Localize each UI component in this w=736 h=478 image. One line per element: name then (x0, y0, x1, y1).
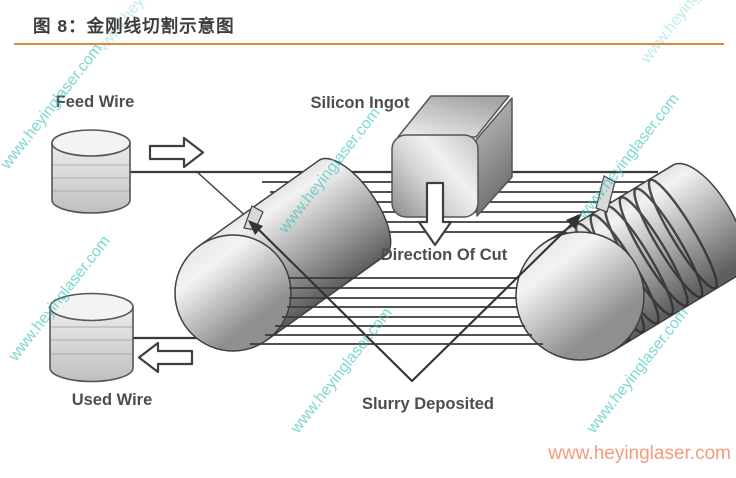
feed-wire-label: Feed Wire (56, 93, 135, 111)
left-wire-roller (174, 157, 392, 352)
right-arrow-icon (148, 136, 205, 169)
feed-wire-spool (51, 129, 131, 214)
right-wire-roller (515, 162, 736, 361)
silicon-ingot (391, 95, 513, 218)
left-annotation-arrowhead (248, 220, 263, 235)
wire-wrap-line (195, 170, 250, 220)
figure-title: 图 8：金刚线切割示意图 (33, 16, 235, 36)
left-arrow-icon (137, 341, 194, 374)
left-roller-front-face (174, 234, 292, 352)
title-underline (14, 43, 724, 45)
svg-text:www.heyinglaser.com: www.heyinglaser.com (637, 0, 736, 67)
right-roller-front-face (515, 231, 645, 361)
direction-of-cut-label: Direction Of Cut (381, 246, 508, 264)
right-slurry-notch (595, 175, 616, 213)
used-wire-label: Used Wire (72, 391, 153, 409)
silicon-ingot-label: Silicon Ingot (311, 94, 410, 112)
svg-text:www.heyinglaser.com: www.heyinglaser.com (287, 305, 396, 437)
footer-watermark: www.heyinglaser.com (548, 443, 731, 464)
down-arrow-icon (417, 181, 453, 247)
slurry-annotation (248, 213, 582, 383)
left-slurry-notch (243, 205, 264, 231)
right-annotation-arrowhead (566, 213, 582, 229)
slurry-deposited-label: Slurry Deposited (362, 395, 494, 413)
used-wire-spool (49, 292, 134, 383)
